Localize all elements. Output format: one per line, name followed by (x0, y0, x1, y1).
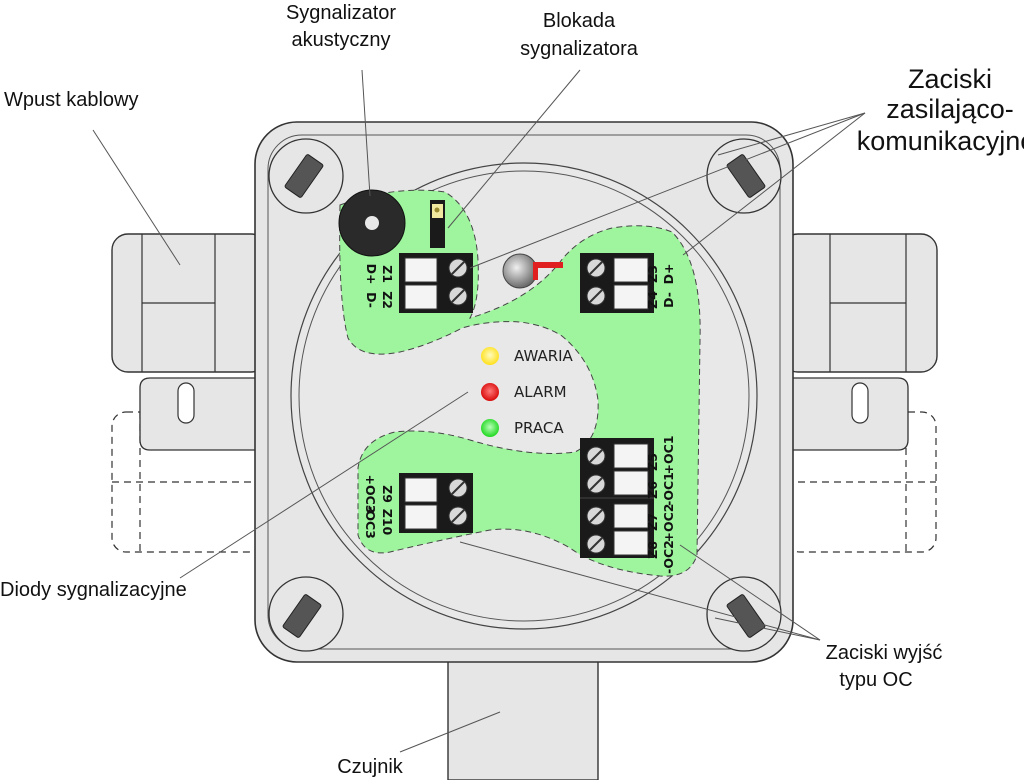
sensor-element (502, 253, 563, 289)
terminal-block-z3-z4 (580, 253, 654, 313)
corner-screw-top-left (268, 138, 344, 214)
mounting-flange-left (139, 377, 263, 451)
label-sensor: Czujnik (337, 756, 404, 778)
label-supply-line2: zasilająco- (886, 94, 1014, 124)
label-oc-line1: Zaciski wyjść (826, 642, 943, 664)
terminal-label-z9-signal: +OC3 (363, 475, 378, 514)
led-label-praca: PRACA (514, 419, 564, 437)
label-supply-line3: komunikacyjne (857, 126, 1024, 156)
terminal-label-z2: Z2 (380, 291, 395, 309)
label-diodes: Diody sygnalizacyjne (0, 579, 187, 601)
leader-supply-2 (682, 112, 866, 256)
terminal-label-z1-signal: D+ (364, 264, 379, 285)
terminal-label-z9: Z9 (380, 485, 395, 503)
led-awaria: AWARIA (481, 347, 574, 365)
label-supply-line1: Zaciski (908, 64, 992, 94)
label-buzzer-line2: akustyczny (292, 29, 391, 51)
leader-oc-2 (679, 544, 821, 641)
terminal-label-z3-signal: D+ (661, 264, 676, 285)
terminal-labels-z3-z4: Z3 D+ Z4 D- (645, 264, 676, 309)
terminal-label-z4-signal: D- (661, 292, 676, 308)
leader-supply-1 (469, 112, 866, 269)
terminal-label-z2-signal: D- (364, 292, 379, 308)
terminal-label-z6: Z6 (645, 481, 660, 499)
terminal-label-z7: Z7 (645, 513, 660, 531)
cable-gland-right (781, 233, 938, 373)
terminal-label-z8-signal: -OC2 (661, 540, 676, 574)
mounting-flange-right (785, 377, 909, 451)
led-praca: PRACA (481, 419, 564, 437)
leader-supply-3 (717, 112, 866, 156)
terminal-labels-z1-z2: Z1 D+ Z2 D- (364, 264, 395, 309)
terminal-block-z5-z8 (580, 438, 654, 558)
leader-buzzer (361, 69, 371, 197)
terminal-label-z6-signal: -OC1 (661, 472, 676, 506)
terminal-label-z5: Z5 (645, 453, 660, 471)
terminal-label-z10: Z10 (380, 509, 395, 536)
leader-oc-3 (714, 617, 821, 641)
terminal-label-z3: Z3 (645, 265, 660, 283)
led-label-awaria: AWARIA (514, 347, 574, 365)
sensor-body (447, 649, 599, 780)
leader-oc-1 (459, 541, 821, 641)
leader-buzzer-lock (447, 69, 581, 229)
terminal-block-z1-z2 (399, 253, 473, 313)
corner-screw-top-right (706, 138, 782, 214)
terminal-label-z7-signal: +OC2 (661, 504, 676, 543)
corner-screw-bottom-left (268, 576, 344, 652)
buzzer-lock-jumper (430, 200, 445, 248)
terminal-label-z4: Z4 (645, 291, 660, 309)
terminal-label-z5-signal: +OC1 (661, 436, 676, 475)
terminal-label-z8: Z8 (645, 541, 660, 559)
led-label-alarm: ALARM (514, 383, 567, 401)
leader-cable-gland (92, 129, 181, 266)
led-alarm: ALARM (481, 383, 567, 401)
cable-gland-left (111, 233, 268, 373)
leader-diodes (179, 391, 469, 579)
label-buzzer-lock-line1: Blokada (543, 10, 616, 32)
leader-sensor (399, 711, 501, 753)
label-oc-line2: typu OC (839, 669, 912, 691)
buzzer (338, 189, 406, 257)
label-cable-gland: Wpust kablowy (4, 89, 139, 111)
label-buzzer-line1: Sygnalizator (286, 2, 396, 24)
terminal-labels-z9-z10: Z9 +OC3 Z10 -OC3 (363, 475, 395, 539)
terminal-label-z10-signal: -OC3 (363, 505, 378, 539)
leader-lines (92, 69, 866, 753)
terminal-label-z1: Z1 (380, 265, 395, 283)
terminal-block-z9-z10 (399, 473, 473, 533)
label-buzzer-lock-line2: sygnalizatora (520, 38, 639, 60)
terminal-labels-z5-z8: Z5 +OC1 Z6 -OC1 Z7 +OC2 Z8 -OC2 (645, 436, 676, 574)
